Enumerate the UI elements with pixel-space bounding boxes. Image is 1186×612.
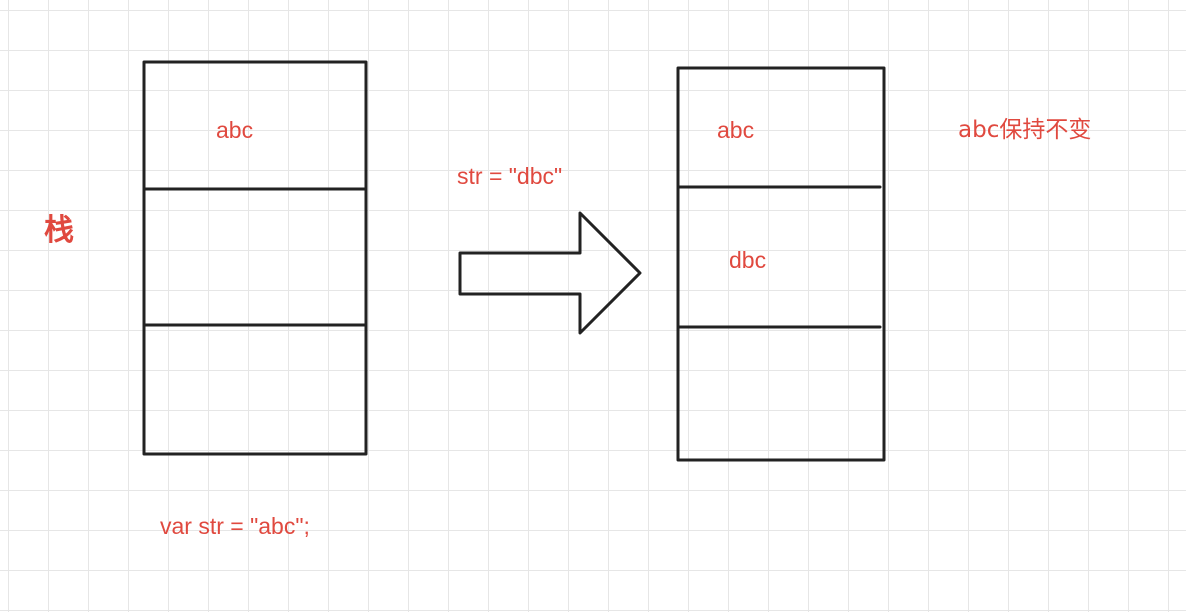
stack-before-frame [142,60,368,456]
stack-after-cell-2: dbc [729,247,767,273]
stack-before [142,60,368,456]
stack-label: 栈 [44,213,74,248]
unchanged-note: abc保持不变 [958,117,1092,143]
initial-code: var str = "abc"; [160,513,310,539]
stack-before-cell-1: abc [216,117,254,143]
assignment-code: str = "dbc" [457,163,563,189]
stack-after-frame [676,66,886,462]
stack-after [676,66,886,462]
transition-arrow-icon [458,211,642,335]
stack-after-cell-1: abc [717,117,755,143]
